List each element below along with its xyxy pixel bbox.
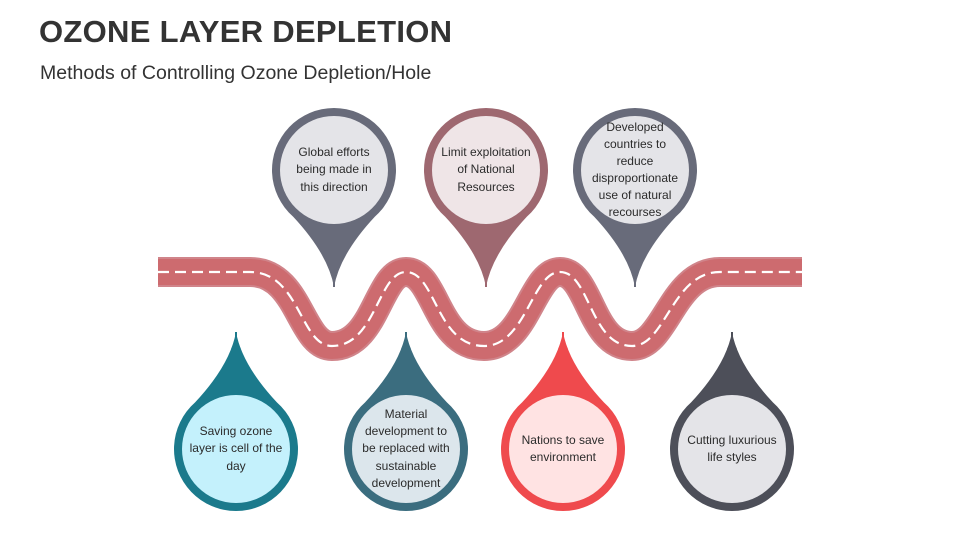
pin-inner-circle bbox=[280, 116, 388, 224]
pin-inner-circle bbox=[352, 395, 460, 503]
bottom-pin-2-text: Material development to be replaced with… bbox=[362, 407, 450, 490]
pin-inner-circle bbox=[182, 395, 290, 503]
bottom-pin-1-text: Saving ozone layer is cell of the day bbox=[189, 424, 283, 473]
pin-inner-circle bbox=[432, 116, 540, 224]
bottom-pin-4-text: Cutting luxurious life styles bbox=[687, 432, 777, 464]
page-title: OZONE LAYER DEPLETION bbox=[39, 14, 453, 49]
top-pin-1 bbox=[271, 108, 396, 288]
pin-inner-circle bbox=[581, 116, 689, 224]
top-pin-1-text: Global efforts being made in this direct… bbox=[296, 145, 372, 194]
top-pin-3 bbox=[573, 108, 697, 287]
bottom-pin-3 bbox=[501, 332, 625, 511]
bottom-pin-2 bbox=[343, 332, 468, 511]
bottom-pin-3-text: Nations to save environment bbox=[521, 432, 605, 464]
pin-inner-circle bbox=[678, 395, 786, 503]
road-lane-marking bbox=[158, 270, 802, 348]
top-pin-2-text: Limit exploitation of National Resources bbox=[441, 145, 531, 194]
top-pin-3-text: Developed countries to reduce disproport… bbox=[591, 119, 679, 220]
top-pin-2 bbox=[424, 108, 548, 287]
pin-inner-circle bbox=[509, 395, 617, 503]
road-surface bbox=[158, 258, 802, 360]
bottom-pin-4 bbox=[669, 332, 794, 511]
page-subtitle: Methods of Controlling Ozone Depletion/H… bbox=[40, 62, 432, 84]
bottom-pin-1 bbox=[174, 332, 298, 511]
